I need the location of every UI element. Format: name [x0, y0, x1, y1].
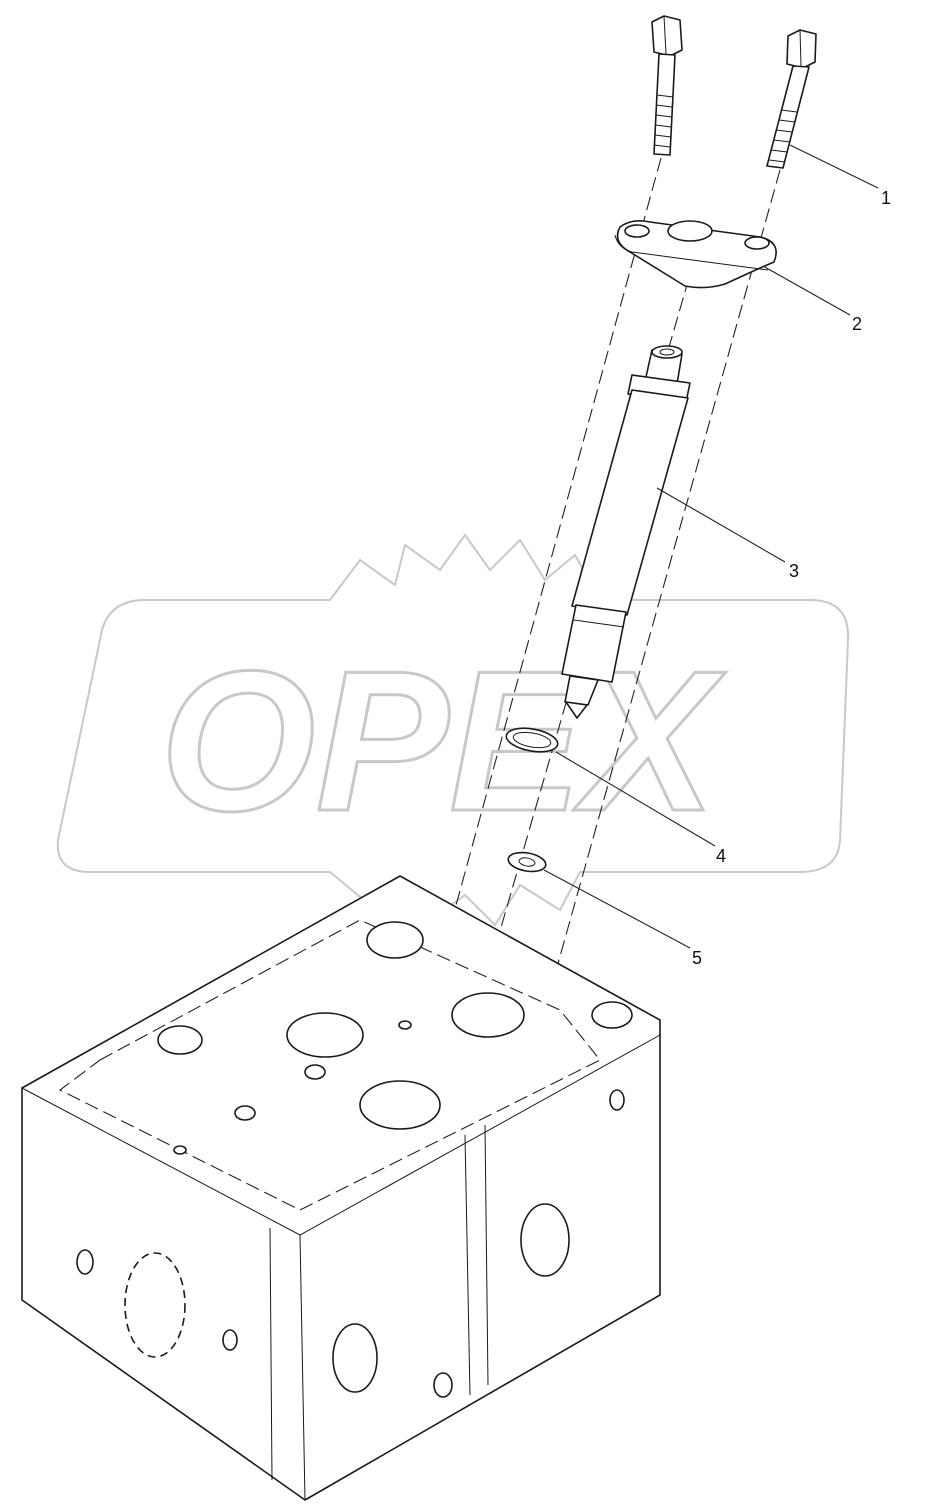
- washer-5: [507, 851, 547, 873]
- opex-watermark-logo: OPEX: [56, 533, 850, 927]
- callout-3: 3: [789, 561, 800, 581]
- injector-flange: [614, 220, 777, 289]
- bolt-left: [651, 15, 683, 156]
- svg-text:OPEX: OPEX: [160, 630, 726, 853]
- callout-4: 4: [716, 846, 727, 866]
- callout-5: 5: [692, 948, 703, 968]
- callout-1: 1: [881, 188, 892, 208]
- fuel-injector: [561, 345, 691, 719]
- callout-2: 2: [852, 314, 863, 334]
- leader-lines: [543, 144, 879, 949]
- cylinder-head: [21, 875, 661, 1501]
- washer-4: [505, 727, 559, 753]
- bolt-right: [766, 29, 817, 169]
